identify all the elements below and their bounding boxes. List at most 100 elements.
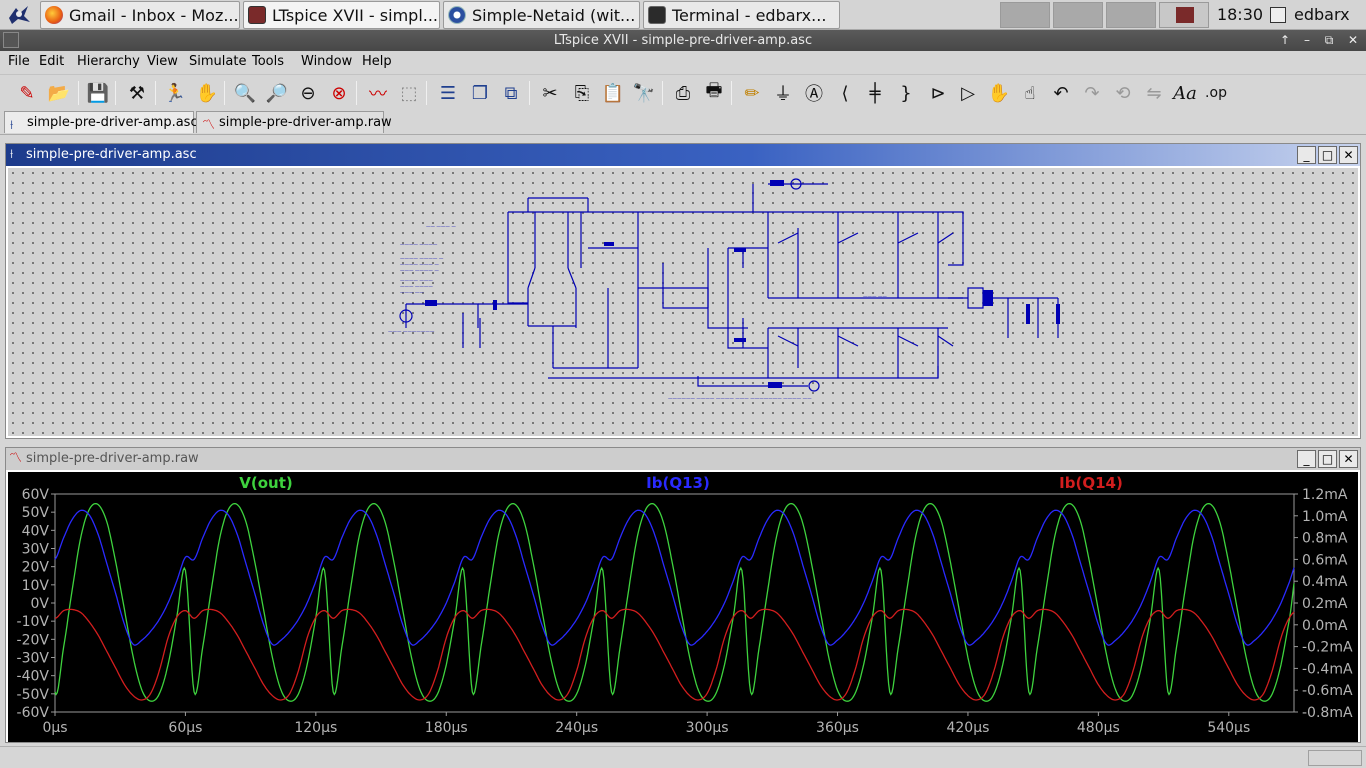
taskbar-item-label: Simple-Netaid (wit... xyxy=(472,5,636,25)
taskbar-item-ltspice[interactable]: LTspice XVII - simpl... xyxy=(243,1,440,29)
toolbar: ✎ 📂 💾 ⚒ 🏃 ✋ 🔍 🔎 ⊖ ⊗ 〰 ⬚ ☰ ❐ ⧉ ✂ ⎘ 📋 🔭 ⎙ … xyxy=(0,74,1366,112)
taskbar-item-label: Terminal - edbarx... xyxy=(672,5,827,25)
new-schematic-icon[interactable]: ✎ xyxy=(19,82,35,104)
copy-icon[interactable]: ⎘ xyxy=(574,82,590,104)
resistor-icon[interactable]: ⟨ xyxy=(841,82,849,104)
menu-view[interactable]: View xyxy=(147,54,178,69)
schematic-canvas[interactable]: —— ——— — ———— ———— ———— ———— — ———— ——— … xyxy=(8,168,1358,436)
ltspice-icon xyxy=(248,6,266,24)
waveform-window-titlebar[interactable]: 〽 simple-pre-driver-amp.raw _ □ ✕ xyxy=(6,448,1360,470)
status-bar xyxy=(0,746,1366,768)
drag-icon[interactable]: ☝ xyxy=(1024,82,1036,104)
taskbar-item-netaid[interactable]: Simple-Netaid (wit... xyxy=(443,1,640,29)
find-icon[interactable]: 🔭 xyxy=(632,82,656,104)
paste-icon[interactable]: 📋 xyxy=(601,82,625,104)
print-preview-icon[interactable]: ⎙ xyxy=(675,82,691,104)
zoom-fit-icon[interactable]: ⊗ xyxy=(331,82,347,104)
spice-directive-icon[interactable]: .op xyxy=(1205,85,1227,101)
component-icon[interactable]: ▷ xyxy=(961,82,975,104)
menu-hierarchy[interactable]: Hierarchy xyxy=(77,54,140,69)
zoom-in-icon[interactable]: 🔍 xyxy=(233,82,257,104)
series-line-0 xyxy=(54,502,1295,702)
start-menu-icon[interactable] xyxy=(2,2,36,28)
left-axis-tick-label: 60V xyxy=(22,487,50,503)
left-axis-tick-label: -60V xyxy=(17,705,50,721)
diode-icon[interactable]: ⊳ xyxy=(930,82,946,104)
left-axis-tick-label: -40V xyxy=(17,669,50,685)
schematic-icon: ⟊ xyxy=(10,118,14,133)
tab-label: simple-pre-driver-amp.raw xyxy=(219,115,392,130)
series-line-2 xyxy=(54,608,1295,701)
rotate-icon[interactable]: ⟲ xyxy=(1115,82,1131,104)
waveform-icon: 〽 xyxy=(202,118,216,133)
run-icon[interactable]: 🏃 xyxy=(163,82,187,104)
restore-icon[interactable]: ⧉ xyxy=(1324,33,1334,47)
taskbar-item-gmail[interactable]: Gmail - Inbox - Moz... xyxy=(40,1,240,29)
inductor-icon[interactable]: } xyxy=(900,82,912,104)
tab-schematic[interactable]: ⟊ simple-pre-driver-amp.asc xyxy=(4,111,198,133)
zoom-out-icon[interactable]: ⊖ xyxy=(300,82,316,104)
maximize-icon[interactable]: □ xyxy=(1318,450,1337,468)
tab-label: simple-pre-driver-amp.asc xyxy=(27,115,198,130)
move-icon[interactable]: ✋ xyxy=(987,82,1011,104)
pan-icon[interactable]: 🔎 xyxy=(265,82,289,104)
app-title-bar: LTspice XVII - simple-pre-driver-amp.asc… xyxy=(0,30,1366,51)
minimize-icon[interactable]: _ xyxy=(1297,450,1316,468)
maximize-icon[interactable]: □ xyxy=(1318,146,1337,164)
tile-vertical-icon[interactable]: ⧉ xyxy=(504,82,518,104)
capacitor-icon[interactable]: ╪ xyxy=(869,82,881,104)
open-icon[interactable]: 📂 xyxy=(47,82,71,104)
workspace-4[interactable] xyxy=(1159,2,1209,28)
svg-text:———— ——— —: ———— ——— — xyxy=(400,263,439,268)
redo-icon[interactable]: ↷ xyxy=(1084,82,1100,104)
taskbar-item-label: LTspice XVII - simpl... xyxy=(272,5,439,25)
halt-icon[interactable]: ✋ xyxy=(195,82,219,104)
menu-simulate[interactable]: Simulate xyxy=(189,54,247,69)
text-icon[interactable]: Aa xyxy=(1173,82,1197,104)
menu-file[interactable]: File xyxy=(8,54,30,69)
draw-wire-icon[interactable]: ✏ xyxy=(744,82,760,104)
workspace-2[interactable] xyxy=(1053,2,1103,28)
taskbar-item-terminal[interactable]: Terminal - edbarx... xyxy=(643,1,840,29)
menu-tools[interactable]: Tools xyxy=(252,54,285,69)
right-axis-tick-label: 0.8mA xyxy=(1302,531,1348,547)
ground-icon[interactable]: ⏚ xyxy=(774,84,792,105)
label-net-icon[interactable]: Ⓐ xyxy=(805,84,823,105)
mirror-icon[interactable]: ⇋ xyxy=(1146,82,1162,104)
minimize-icon[interactable]: – xyxy=(1304,33,1310,47)
undo-icon[interactable]: ↶ xyxy=(1053,82,1069,104)
tab-waveform[interactable]: 〽 simple-pre-driver-amp.raw xyxy=(196,111,392,133)
plot-settings-icon[interactable]: ⬚ xyxy=(400,82,418,104)
menu-window[interactable]: Window xyxy=(301,54,353,69)
workspace-3[interactable] xyxy=(1106,2,1156,28)
legend-0: V(out) xyxy=(239,474,292,492)
left-axis-tick-label: -20V xyxy=(17,632,50,648)
terminal-icon xyxy=(648,6,666,24)
left-axis-tick-label: -50V xyxy=(17,687,50,703)
autorange-icon[interactable]: 〰 xyxy=(369,84,387,105)
menu-edit[interactable]: Edit xyxy=(39,54,65,69)
control-panel-icon[interactable]: ⚒ xyxy=(128,82,146,104)
cut-icon[interactable]: ✂ xyxy=(542,82,558,104)
legend-2: Ib(Q14) xyxy=(1059,474,1123,492)
print-icon[interactable]: 🖶 xyxy=(705,80,723,101)
user-name: edbarx xyxy=(1294,5,1350,24)
tile-horizontal-icon[interactable]: ☰ xyxy=(439,82,457,104)
cascade-icon[interactable]: ❐ xyxy=(471,82,489,104)
os-taskbar: Gmail - Inbox - Moz... LTspice XVII - si… xyxy=(0,0,1366,30)
close-icon[interactable]: ✕ xyxy=(1347,33,1359,47)
waveform-chart: 60V50V40V30V20V10V0V-10V-20V-30V-40V-50V… xyxy=(17,474,1353,736)
minimize-icon[interactable]: _ xyxy=(1297,146,1316,164)
menu-help[interactable]: Help xyxy=(362,54,392,69)
x-axis-tick-label: 360µs xyxy=(816,720,859,736)
schematic-window-titlebar[interactable]: ⟊ simple-pre-driver-amp.asc _ □ ✕ xyxy=(6,144,1360,166)
close-icon[interactable]: ✕ xyxy=(1339,450,1358,468)
save-icon[interactable]: 💾 xyxy=(86,82,110,104)
user-switcher[interactable]: edbarx xyxy=(1270,2,1366,28)
workspace-1[interactable] xyxy=(1000,2,1050,28)
shade-icon[interactable]: ↑ xyxy=(1279,33,1291,47)
schematic-window-title: simple-pre-driver-amp.asc xyxy=(26,147,197,162)
clock[interactable]: 18:30 xyxy=(1216,5,1264,24)
close-icon[interactable]: ✕ xyxy=(1339,146,1358,164)
